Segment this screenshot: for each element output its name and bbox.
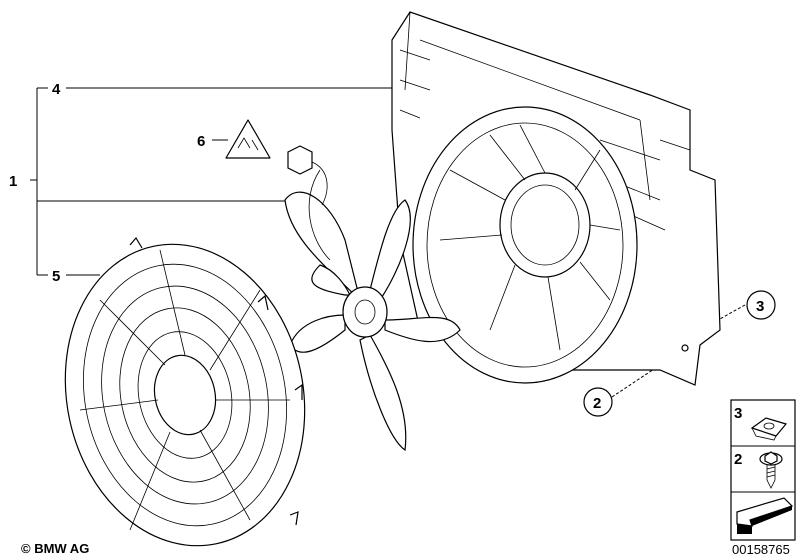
clip-nut-icon xyxy=(750,417,788,441)
diagram-number: 00158765 xyxy=(732,542,790,557)
callout-6: 6 xyxy=(197,133,205,150)
callout-3-circle xyxy=(746,290,776,320)
fan-guard[interactable] xyxy=(38,222,332,559)
callout-2: 2 xyxy=(593,395,601,412)
shroud-spokes xyxy=(439,124,621,351)
fan-wheel[interactable] xyxy=(284,169,461,452)
hardware-legend: 3 2 00158765 xyxy=(730,399,796,557)
callout-5: 5 xyxy=(52,268,60,285)
callout-2-circle xyxy=(583,387,613,417)
callout-1: 1 xyxy=(9,173,17,190)
arrow-icon xyxy=(736,497,794,534)
copyright-text: © BMW AG xyxy=(21,541,89,556)
callout-3: 3 xyxy=(756,298,764,315)
screw-icon xyxy=(759,451,783,489)
legend-label-2: 2 xyxy=(734,451,742,468)
fan-shroud[interactable] xyxy=(391,11,721,386)
connector-plug[interactable] xyxy=(287,145,328,206)
callouts: 1 4 5 6 3 2 xyxy=(9,81,776,417)
legend-label-3: 3 xyxy=(734,405,742,422)
callout-4: 4 xyxy=(52,81,61,98)
warning-label[interactable] xyxy=(225,119,271,159)
